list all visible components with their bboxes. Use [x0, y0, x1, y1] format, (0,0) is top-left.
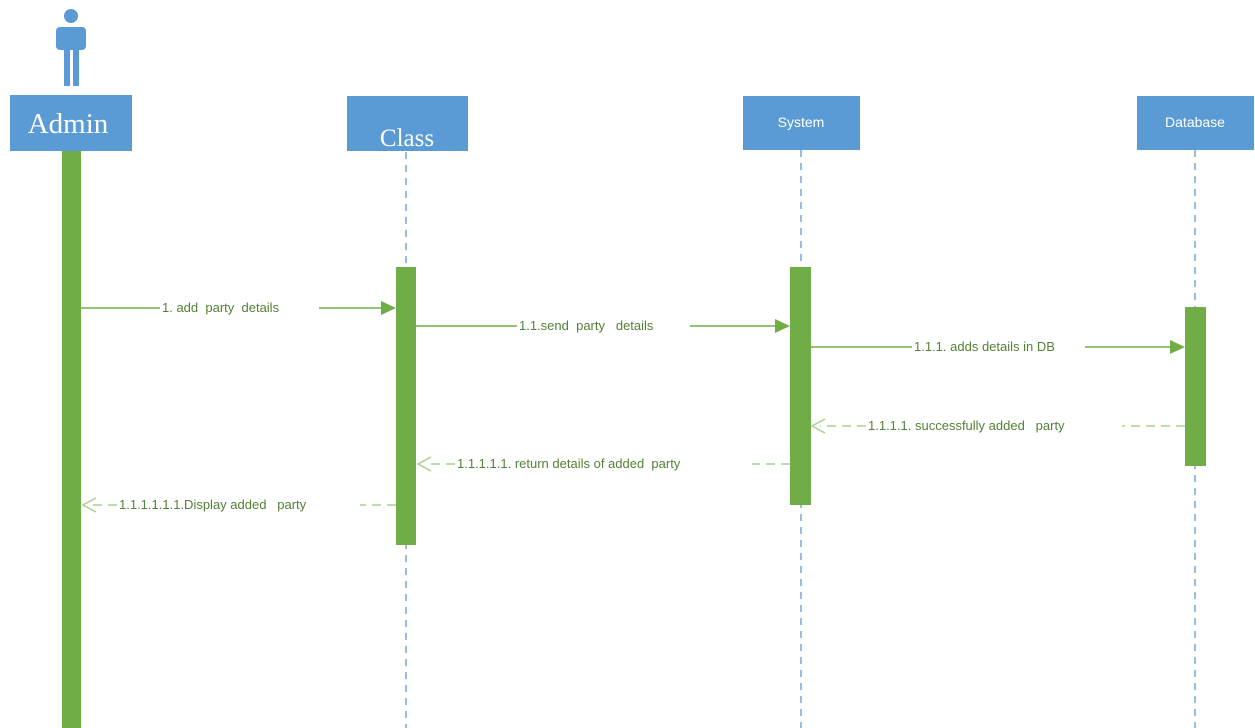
message-2-label: 1.1.send party details	[519, 318, 654, 333]
message-2: 1.1.send party details	[416, 318, 790, 333]
activation-system	[790, 267, 811, 505]
message-3: 1.1.1. adds details in DB	[811, 339, 1185, 354]
message-4-label: 1.1.1.1. successfully added party	[868, 418, 1065, 433]
message-4: 1.1.1.1. successfully added party	[810, 418, 1185, 434]
activation-class	[396, 267, 416, 545]
open-arrowhead-icon	[810, 418, 826, 434]
message-1-label: 1. add party details	[162, 300, 280, 315]
activation-admin	[62, 150, 81, 728]
message-6-label: 1.1.1.1.1.1.Display added party	[119, 497, 307, 512]
arrowhead-icon	[1170, 340, 1185, 354]
participant-system: System	[743, 96, 860, 150]
participant-admin: Admin	[10, 95, 132, 151]
message-5: 1.1.1.1.1. return details of added party	[416, 456, 790, 472]
participant-class: Class	[347, 96, 468, 152]
message-1: 1. add party details	[81, 300, 396, 315]
arrowhead-icon	[381, 301, 396, 315]
message-3-label: 1.1.1. adds details in DB	[914, 339, 1055, 354]
open-arrowhead-icon	[416, 456, 432, 472]
participant-database-label: Database	[1165, 114, 1225, 130]
message-5-label: 1.1.1.1.1. return details of added party	[457, 456, 681, 471]
arrowhead-icon	[775, 319, 790, 333]
message-6: 1.1.1.1.1.1.Display added party	[81, 497, 396, 513]
participant-system-label: System	[778, 114, 825, 130]
participant-database: Database	[1137, 96, 1254, 150]
participant-admin-label: Admin	[28, 108, 109, 140]
participant-class-label: Class	[380, 125, 434, 152]
stick-figure-icon	[56, 9, 86, 86]
open-arrowhead-icon	[81, 497, 97, 513]
activation-database	[1185, 307, 1206, 466]
